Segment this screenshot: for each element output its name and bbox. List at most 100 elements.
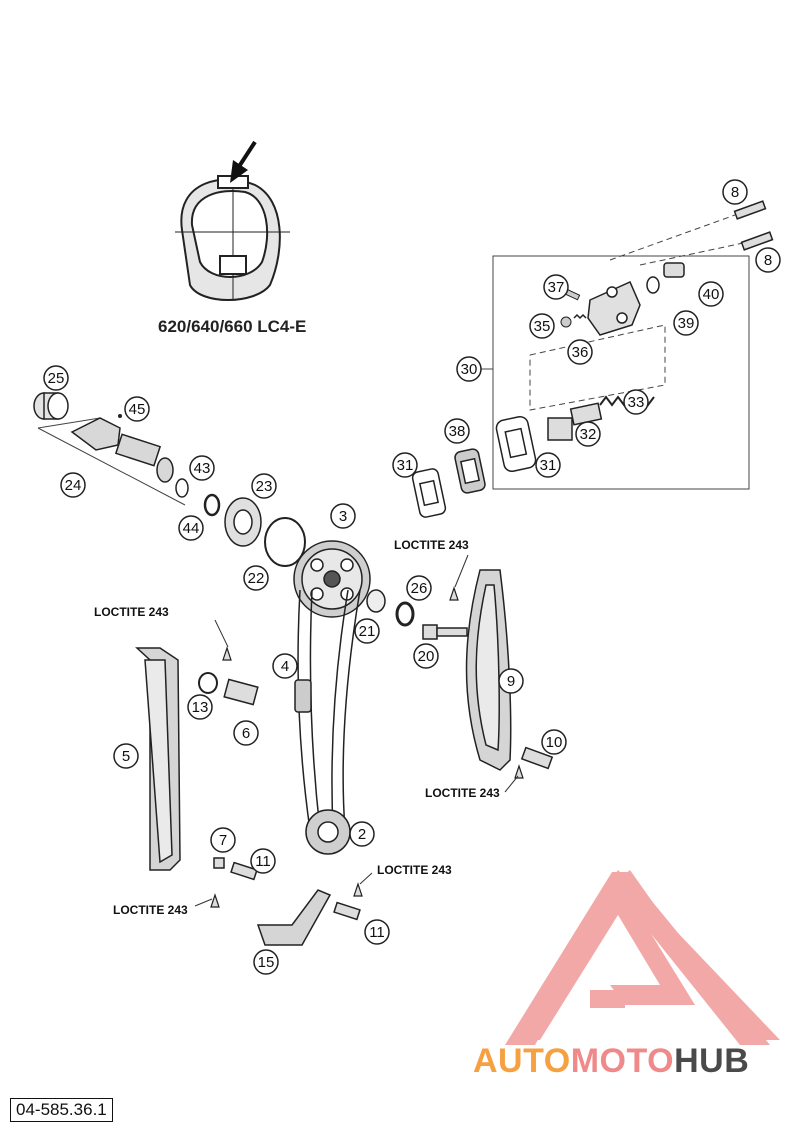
- camshaft-24: [70, 417, 174, 483]
- gasket-31: [411, 468, 447, 518]
- callout-39: [673, 310, 699, 336]
- chain-link-4: [294, 679, 312, 713]
- callout-9: [498, 668, 524, 694]
- svg-text:31: 31: [397, 457, 414, 474]
- svg-text:23: 23: [256, 478, 273, 495]
- callout-32: [575, 421, 601, 447]
- timing-chain: [297, 589, 361, 831]
- washer-13: [198, 672, 218, 694]
- svg-text:31: 31: [540, 457, 557, 474]
- callout-25: [43, 365, 69, 391]
- callout-7: [210, 827, 236, 853]
- bolt-11-right: [333, 901, 361, 921]
- callout-33: [623, 389, 649, 415]
- svg-text:35: 35: [534, 318, 551, 335]
- callout-numbers: 8 8 40 37 39 35 36 30 33 32 31 38 31 25 …: [48, 184, 773, 971]
- callout-26: [406, 575, 432, 601]
- ring-43: [175, 478, 189, 498]
- leader-lines: [194, 554, 519, 907]
- callout-2: [349, 821, 375, 847]
- callout-20: [413, 643, 439, 669]
- circlip-22: [264, 517, 306, 567]
- svg-text:2: 2: [358, 826, 366, 843]
- callout-45: [124, 396, 150, 422]
- svg-text:25: 25: [48, 370, 65, 387]
- svg-text:21: 21: [359, 623, 376, 640]
- callout-22: [243, 565, 269, 591]
- svg-text:5: 5: [122, 748, 130, 765]
- brand-part-moto: MOTO: [570, 1042, 675, 1080]
- brand-part-hub: HUB: [674, 1042, 750, 1080]
- document-number: 04-585.36.1: [10, 1098, 113, 1122]
- callout-36: [567, 339, 593, 365]
- gasket-31-box: [495, 415, 537, 473]
- svg-text:37: 37: [548, 279, 565, 296]
- svg-text:40: 40: [703, 286, 720, 303]
- svg-text:30: 30: [461, 361, 478, 378]
- bolt-8-top: [733, 200, 767, 220]
- callout-5: [113, 743, 139, 769]
- svg-text:45: 45: [129, 401, 146, 418]
- brand-part-auto: AUTO: [473, 1042, 571, 1080]
- callout-44: [178, 515, 204, 541]
- chain-guide-5: [135, 647, 181, 871]
- svg-text:7: 7: [219, 832, 227, 849]
- callout-31: [392, 452, 418, 478]
- bearing-25: [33, 392, 69, 420]
- callout-13: [187, 694, 213, 720]
- callout-11-left: [250, 848, 276, 874]
- watermark-logo: [505, 870, 780, 1045]
- svg-text:20: 20: [418, 648, 435, 665]
- callout-4: [272, 653, 298, 679]
- callout-21: [354, 618, 380, 644]
- svg-text:11: 11: [255, 853, 271, 870]
- pin-45: [118, 414, 122, 418]
- sprocket-3: [293, 540, 371, 618]
- svg-text:36: 36: [572, 344, 589, 361]
- callout-3: [330, 503, 356, 529]
- loctite-label: LOCTITE 243: [113, 903, 188, 917]
- svg-text:39: 39: [678, 315, 695, 332]
- svg-text:8: 8: [731, 184, 739, 201]
- svg-text:15: 15: [258, 954, 275, 971]
- svg-text:38: 38: [449, 423, 466, 440]
- plug-40: [663, 262, 685, 278]
- model-label: 620/640/660 LC4-E: [158, 317, 306, 336]
- bolt-6: [223, 678, 259, 706]
- svg-text:24: 24: [65, 477, 82, 494]
- bolt-20: [422, 624, 468, 640]
- callout-38: [444, 418, 470, 444]
- callout-40: [698, 281, 724, 307]
- callout-23: [251, 473, 277, 499]
- svg-text:43: 43: [194, 460, 211, 477]
- chain-guide-15: [256, 889, 332, 946]
- bearing-23: [224, 497, 262, 547]
- ring-44: [203, 493, 221, 517]
- callout-24: [60, 472, 86, 498]
- bolt-10: [520, 746, 554, 770]
- spring-36: [573, 313, 587, 320]
- callout-8-right: [755, 247, 781, 273]
- ring-26: [395, 601, 415, 627]
- ball-35: [560, 316, 572, 328]
- loctite-label: LOCTITE 243: [425, 786, 500, 800]
- svg-text:32: 32: [580, 426, 597, 443]
- plunger-32: [547, 402, 603, 441]
- svg-text:26: 26: [411, 580, 428, 597]
- washer-39: [646, 276, 660, 294]
- loctite-label: LOCTITE 243: [94, 605, 169, 619]
- svg-text:44: 44: [183, 520, 200, 537]
- sprocket-2: [305, 809, 351, 855]
- loctite-label: LOCTITE 243: [377, 863, 452, 877]
- brand-wordmark: AUTOMOTOHUB: [473, 1042, 749, 1081]
- svg-text:10: 10: [546, 734, 563, 751]
- svg-text:13: 13: [192, 699, 209, 716]
- svg-text:11: 11: [369, 924, 385, 941]
- arrow-indicator: [230, 140, 257, 183]
- callout-37: [543, 274, 569, 300]
- callout-8-top: [722, 179, 748, 205]
- callout-15: [253, 949, 279, 975]
- loctite-label: LOCTITE 243: [394, 538, 469, 552]
- callout-11-right: [364, 919, 390, 945]
